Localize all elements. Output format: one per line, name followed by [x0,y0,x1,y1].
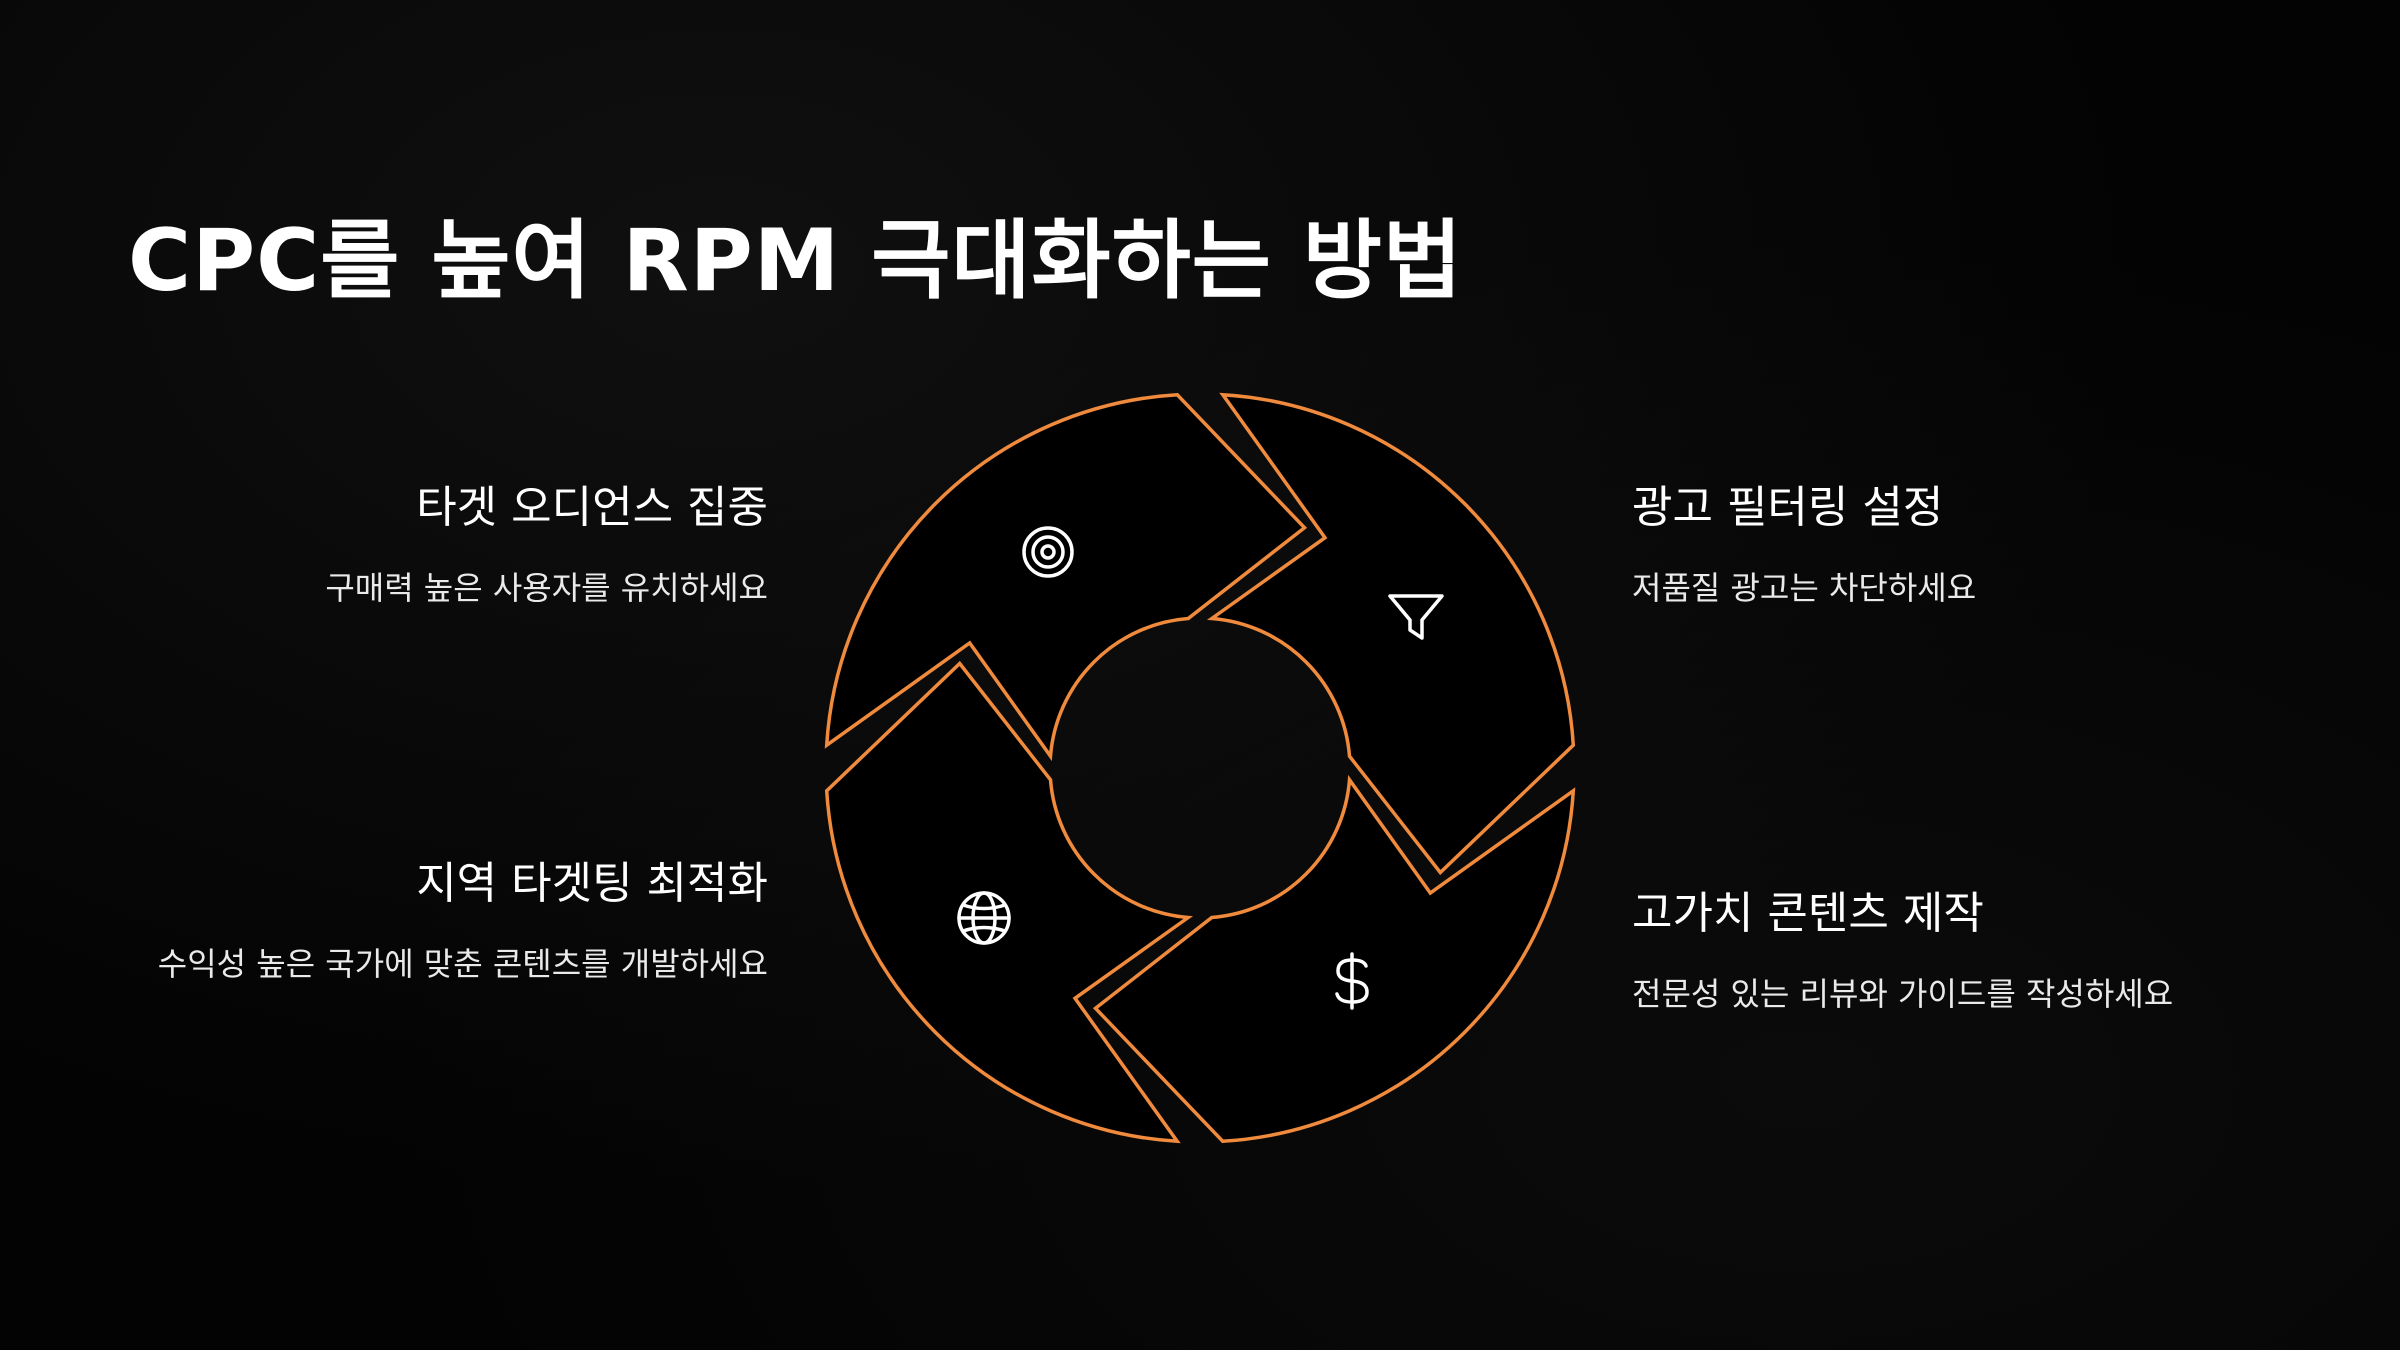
dollar-icon [1335,952,1369,1010]
page-title: CPC를 높여 RPM 극대화하는 방법 [128,211,1464,311]
segment-bottom-right [1092,774,1576,1144]
target-icon [1022,526,1074,578]
step-heading: 광고 필터링 설정 [1632,482,1944,533]
step-high-value-content: 고가치 콘텐츠 제작 전문성 있는 리뷰와 가이드를 작성하세요 [1632,884,2272,1022]
segment-top-right [1206,392,1576,876]
step-geo-targeting: 지역 타겟팅 최적화 수익성 높은 국가에 맞춘 콘텐츠를 개발하세요 [128,854,768,992]
step-heading: 고가치 콘텐츠 제작 [1632,888,1984,939]
step-description: 구매력 높은 사용자를 유치하세요 [325,569,768,607]
globe-icon [957,891,1011,945]
step-description: 수익성 높은 국가에 맞춘 콘텐츠를 개발하세요 [157,945,768,983]
segment-bottom-left [824,660,1194,1144]
step-description: 저품질 광고는 차단하세요 [1632,569,1977,607]
step-target-audience: 타겟 오디언스 집중 구매력 높은 사용자를 유치하세요 [128,478,768,616]
step-ad-filtering: 광고 필터링 설정 저품질 광고는 차단하세요 [1632,478,2272,616]
step-description: 전문성 있는 리뷰와 가이드를 작성하세요 [1632,975,2174,1013]
filter-icon [1388,594,1444,640]
step-heading: 타겟 오디언스 집중 [416,482,768,533]
segment-top-left [824,392,1308,762]
step-heading: 지역 타겟팅 최적화 [416,858,768,909]
